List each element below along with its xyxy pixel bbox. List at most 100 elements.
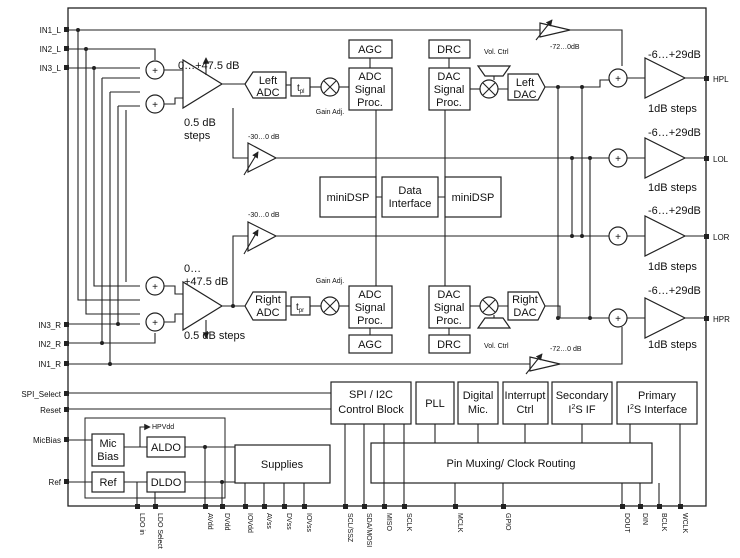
- pin-in2-r: IN2_R: [38, 340, 61, 349]
- pin-avdd: AVdd: [206, 513, 213, 530]
- left-pga-steps-1: 0.5 dB: [184, 117, 216, 129]
- lol-gain: -6…+29dB: [648, 127, 701, 139]
- left-pga-gain: 0…+47.5 dB: [178, 60, 239, 72]
- lor-steps: 1dB steps: [648, 261, 697, 273]
- pin-in1-l: IN1_L: [40, 26, 62, 35]
- left-lo-gain-amp: [247, 141, 278, 173]
- dsp-row: miniDSP Data Interface miniDSP: [319, 176, 502, 218]
- left-adc-label-2: ADC: [256, 87, 279, 99]
- bottom-pins: LDO in LDO Select AVdd DVdd IOVdd AVss D…: [135, 424, 688, 549]
- svg-text:Secondary: Secondary: [556, 390, 609, 402]
- svg-text:Mic: Mic: [99, 438, 117, 450]
- right-dac: [507, 291, 546, 321]
- pin-hpr: HPR: [713, 315, 730, 324]
- svg-text:I2S Interface: I2S Interface: [627, 404, 687, 416]
- hpl-gain: -6…+29dB: [648, 49, 701, 61]
- pin-ldo-select: LDO Select: [156, 513, 163, 549]
- svg-text:Right: Right: [255, 294, 281, 306]
- svg-text:+: +: [152, 100, 158, 111]
- svg-text:+: +: [152, 318, 158, 329]
- svg-text:DAC: DAC: [513, 89, 536, 101]
- svg-text:PLL: PLL: [425, 398, 445, 410]
- hpr-driver: [644, 297, 687, 339]
- lor-driver: [644, 215, 687, 257]
- right-record-path: + + 0… +47.5 dB 0.5 dB steps Right ADC t…: [145, 212, 609, 354]
- svg-text:Pin Muxing/ Clock Routing: Pin Muxing/ Clock Routing: [446, 458, 575, 470]
- svg-text:ADC: ADC: [358, 71, 381, 83]
- left-vol-ctrl-label: Vol. Ctrl: [484, 49, 509, 56]
- pin-dvdd: DVdd: [223, 513, 230, 531]
- pin-muxing-clock-routing: [370, 442, 653, 484]
- svg-text:Supplies: Supplies: [261, 459, 304, 471]
- pin-lor: LOR: [713, 233, 730, 242]
- power-section: Mic Bias Ref ALDO DLDO HPVdd Supplies: [69, 417, 331, 499]
- svg-text:ADC: ADC: [358, 289, 381, 301]
- pin-dvss: DVss: [285, 513, 292, 530]
- svg-text:Ref: Ref: [99, 477, 117, 489]
- pin-in3-r: IN3_R: [38, 321, 61, 330]
- pin-sda-mosi: SDA/MOSI: [365, 513, 372, 547]
- left-dac: [507, 73, 546, 101]
- svg-text:Control Block: Control Block: [338, 404, 404, 416]
- svg-text:Proc.: Proc.: [357, 315, 383, 327]
- pin-spi-select: SPI_Select: [21, 390, 61, 399]
- pin-reset: Reset: [40, 406, 62, 415]
- left-pins: IN1_L IN2_L IN3_L IN3_R IN2_R IN1_R SPI_…: [21, 26, 69, 487]
- pin-miso: MISO: [385, 513, 392, 531]
- bypass-gain-top: -72…0dB: [550, 44, 580, 51]
- pin-sclk: SCLK: [405, 513, 412, 532]
- lol-driver: [644, 137, 687, 179]
- svg-text:Right: Right: [512, 294, 538, 306]
- pin-micbias: MicBias: [33, 436, 61, 445]
- left-adc-signal-proc: [348, 67, 393, 111]
- svg-text:+: +: [615, 314, 621, 325]
- svg-text:Signal: Signal: [434, 302, 465, 314]
- right-dac-signal-proc: [428, 285, 471, 329]
- mic-bias-block: [91, 433, 125, 467]
- svg-text:Mic.: Mic.: [468, 404, 488, 416]
- right-pga: [182, 280, 224, 332]
- svg-text:Gain Adj.: Gain Adj.: [316, 278, 344, 285]
- svg-text:tpl: tpl: [297, 83, 304, 95]
- svg-text:Vol. Ctrl: Vol. Ctrl: [484, 343, 509, 350]
- left-adc-label-1: Left: [259, 75, 277, 87]
- pll-block: [415, 381, 455, 425]
- svg-text:0…: 0…: [184, 263, 201, 275]
- left-lo-gain: -30…0 dB: [248, 134, 280, 141]
- primary-i2s-block: [616, 381, 698, 425]
- right-lo-gain-amp: [247, 221, 278, 253]
- right-vol-ctrl: [476, 317, 512, 329]
- pin-in3-l: IN3_L: [40, 64, 62, 73]
- spi-i2c-control-block: [330, 381, 412, 425]
- lol-steps: 1dB steps: [648, 182, 697, 194]
- pin-iovdd: IOVdd: [246, 513, 253, 533]
- svg-text:+: +: [152, 66, 158, 77]
- input-routing: [69, 28, 540, 366]
- pin-gpio: GPIO: [504, 513, 511, 531]
- svg-text:DRC: DRC: [437, 339, 461, 351]
- svg-text:Interrupt: Interrupt: [505, 390, 546, 402]
- svg-text:Digital: Digital: [463, 390, 494, 402]
- control-row: SPI / I2C Control Block PLL Digital Mic.…: [69, 381, 698, 484]
- svg-text:Left: Left: [516, 77, 534, 89]
- pin-in1-r: IN1_R: [38, 360, 61, 369]
- pin-iovss: IOVss: [305, 513, 312, 533]
- left-vol-ctrl: [476, 65, 512, 77]
- bypass-gain-bottom: -72…0 dB: [550, 346, 582, 353]
- svg-text:Proc.: Proc.: [436, 97, 462, 109]
- pin-mclk: MCLK: [456, 513, 463, 533]
- lor-gain: -6…+29dB: [648, 205, 701, 217]
- svg-text:+: +: [615, 154, 621, 165]
- svg-text:Interface: Interface: [389, 198, 432, 210]
- svg-text:Signal: Signal: [434, 84, 465, 96]
- svg-text:ADC: ADC: [256, 307, 279, 319]
- left-record-path: + + 0…+47.5 dB 0.5 dB steps Left ADC tpl…: [145, 39, 609, 177]
- right-pga-steps: 0.5 dB steps: [184, 330, 246, 342]
- svg-text:-30…0 dB: -30…0 dB: [248, 212, 280, 219]
- svg-text:Data: Data: [398, 185, 422, 197]
- secondary-i2s-block: [551, 381, 613, 425]
- pin-in2-l: IN2_L: [40, 45, 62, 54]
- pin-ldo-in: LDO in: [138, 513, 145, 535]
- svg-text:Signal: Signal: [355, 302, 386, 314]
- svg-text:miniDSP: miniDSP: [327, 192, 370, 204]
